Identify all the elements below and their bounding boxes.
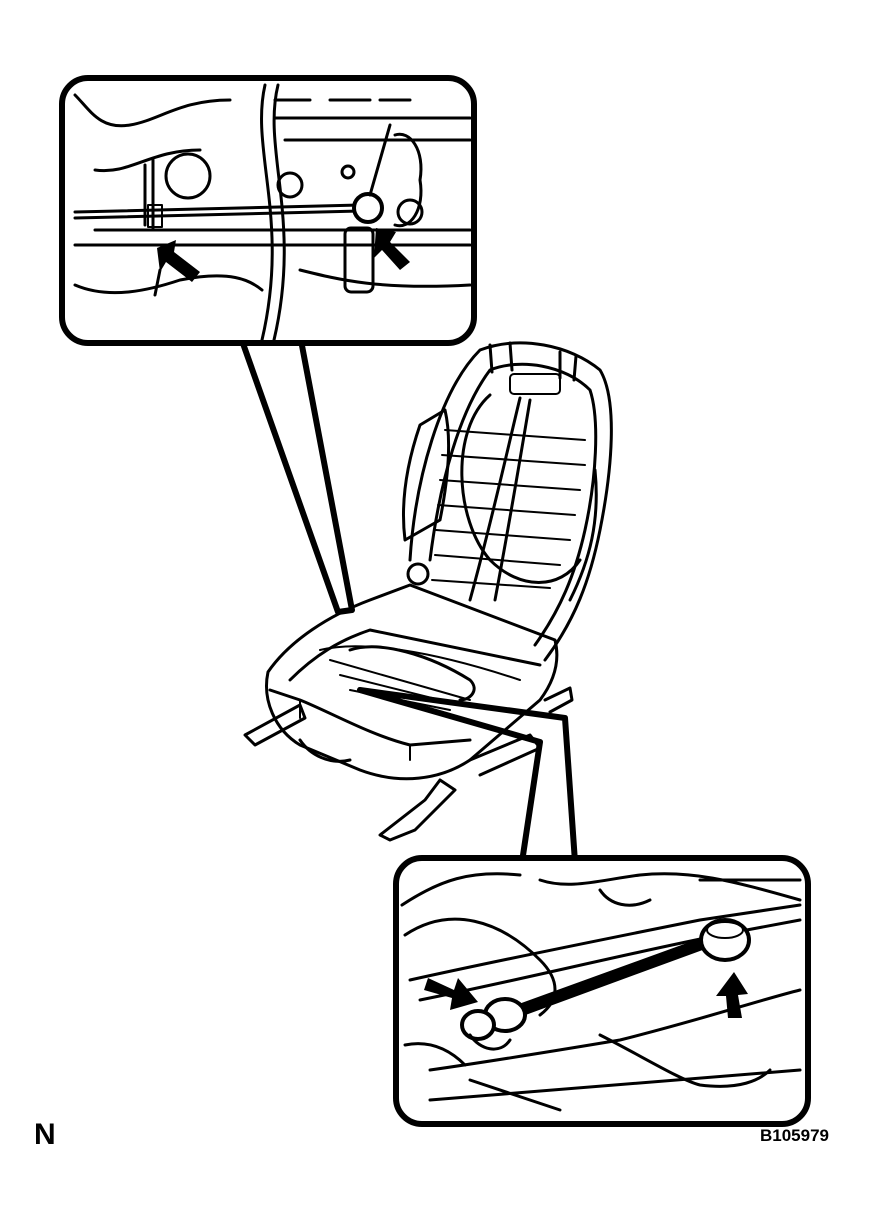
- upper-detail-callout: [59, 75, 477, 346]
- arrow-icon: [157, 240, 200, 282]
- lower-callout-leader: [357, 687, 578, 865]
- upper-callout-leader: [237, 332, 355, 615]
- arrow-icon: [374, 228, 410, 270]
- lower-detail-callout: [393, 855, 811, 1127]
- arrow-icon: [716, 972, 748, 1018]
- seat-assembly: [243, 341, 613, 842]
- figure-code: B105979: [760, 1126, 830, 1145]
- arrow-icon: [424, 978, 478, 1010]
- corner-mark: N: [34, 1118, 56, 1151]
